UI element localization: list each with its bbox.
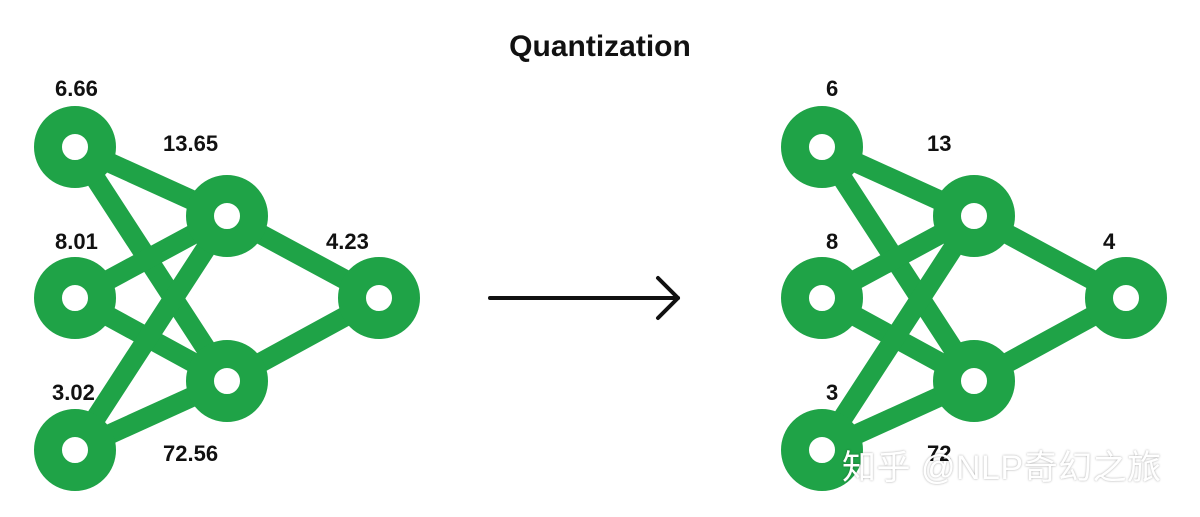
node [338,257,420,339]
network-after: 6 8 3 13 72 4 [781,76,1167,491]
diagram-title: Quantization [509,30,691,63]
node-label: 3 [826,380,838,405]
node [34,106,116,188]
network-before: 6.66 8.01 3.02 13.65 72.56 4.23 [34,76,420,491]
node-label: 6 [826,76,838,101]
node [781,106,863,188]
node-label: 13 [927,131,951,156]
node [781,257,863,339]
node-label: 13.65 [163,131,218,156]
node [1085,257,1167,339]
node-label: 8 [826,229,838,254]
node-label: 4 [1103,229,1116,254]
node [186,340,268,422]
edge [65,206,237,460]
node [34,409,116,491]
right-arrow-icon [488,276,680,320]
node [781,409,863,491]
node-label: 8.01 [55,229,98,254]
node [933,340,1015,422]
node [186,175,268,257]
node [34,257,116,339]
watermark: 知乎 @NLP奇幻之旅 [842,449,1162,487]
node-label: 72.56 [163,441,218,466]
node-label: 72 [927,441,951,466]
edge [812,206,984,460]
node [933,175,1015,257]
node-label: 4.23 [326,229,369,254]
node-label: 3.02 [52,380,95,405]
node-label: 6.66 [55,76,98,101]
